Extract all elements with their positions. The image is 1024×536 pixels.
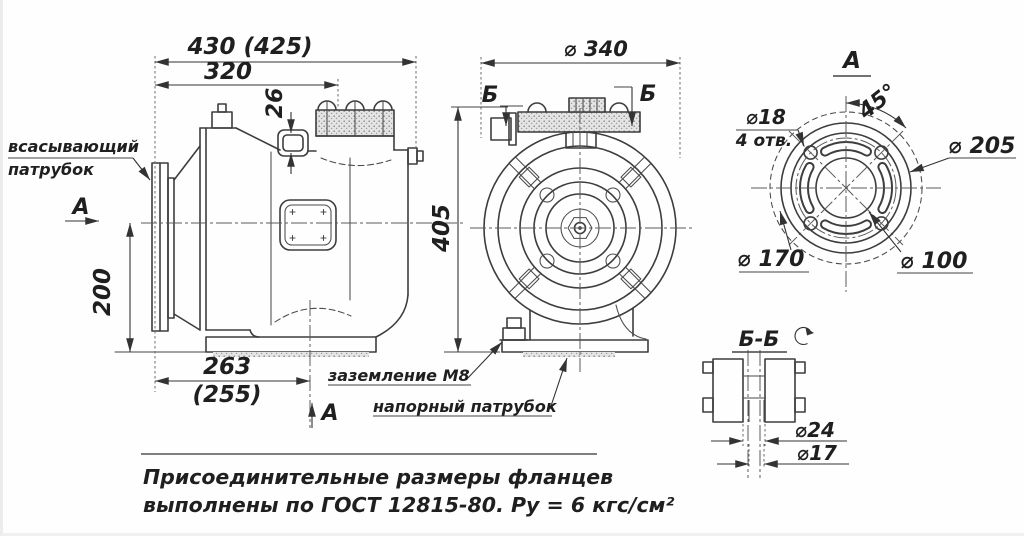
technical-drawing: 430 (425) 320 26 всасывающий патрубок А … bbox=[8, 34, 1016, 517]
dim-dia-18: ⌀18 bbox=[746, 105, 786, 129]
dim-255: (255) bbox=[192, 382, 261, 408]
label-grounding: заземление М8 bbox=[327, 366, 470, 385]
note-line2: выполнены по ГОСТ 12815-80. Ру = 6 кгс/с… bbox=[143, 493, 674, 517]
dim-dia-100: ⌀ 100 bbox=[901, 249, 968, 274]
view-a-marker-left: А bbox=[70, 195, 89, 220]
leader-lines bbox=[8, 75, 1016, 455]
flange-view-a bbox=[751, 96, 941, 292]
label-suction-nozzle-line1: всасывающий bbox=[8, 137, 139, 156]
dim-hole-count: 4 отв. bbox=[735, 131, 793, 151]
section-b-marker-right: Б bbox=[640, 82, 657, 107]
section-b-marker-left: Б bbox=[482, 83, 499, 108]
dim-200: 200 bbox=[90, 268, 116, 316]
front-view bbox=[444, 97, 693, 372]
dim-405: 405 bbox=[429, 204, 455, 253]
rotated-section-icon bbox=[805, 327, 814, 336]
label-discharge-nozzle: напорный патрубок bbox=[373, 397, 558, 416]
label-suction-nozzle-line2: патрубок bbox=[8, 160, 95, 179]
dim-26: 26 bbox=[263, 88, 288, 119]
dim-263: 263 bbox=[203, 354, 251, 380]
dim-dia-170: ⌀ 170 bbox=[738, 247, 805, 272]
view-a-marker-bottom: А bbox=[319, 401, 338, 426]
side-view bbox=[114, 100, 463, 428]
dimension-lines bbox=[126, 58, 907, 468]
dim-dia-17: ⌀17 bbox=[797, 441, 837, 465]
dim-overall-length: 430 (425) bbox=[186, 34, 312, 60]
dim-320: 320 bbox=[204, 59, 252, 85]
annotations: 430 (425) 320 26 всасывающий патрубок А … bbox=[8, 34, 1015, 517]
view-a-title: А bbox=[841, 48, 861, 74]
dim-dia-205: ⌀ 205 bbox=[949, 134, 1016, 159]
section-bb bbox=[702, 326, 814, 478]
extension-lines bbox=[154, 56, 766, 468]
section-bb-title: Б-Б bbox=[739, 327, 780, 351]
dim-dia-24: ⌀24 bbox=[795, 418, 835, 442]
note-line1: Присоединительные размеры фланцев bbox=[143, 465, 613, 489]
dim-dia-340: ⌀ 340 bbox=[564, 37, 628, 61]
